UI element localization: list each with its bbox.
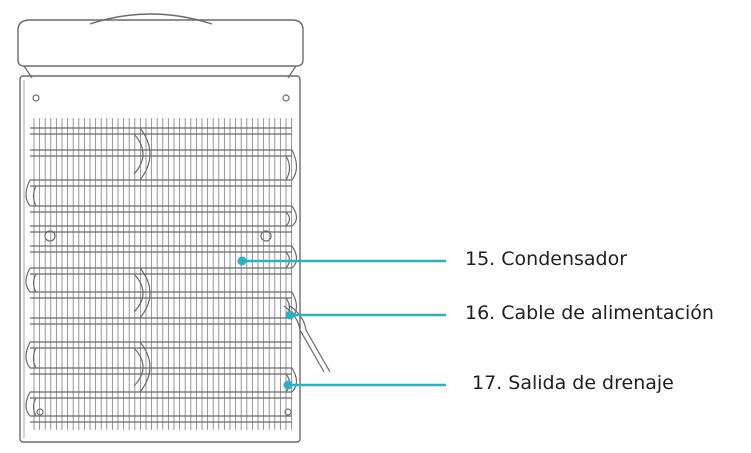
coil-tube <box>139 127 151 181</box>
coil-tube <box>291 245 298 269</box>
coil-tube <box>25 267 31 293</box>
coil-tube <box>291 367 298 393</box>
label-condensador: 15. Condensador <box>465 248 628 270</box>
label-salida-drenaje: 17. Salida de drenaje <box>472 372 674 394</box>
coil-tube <box>25 391 31 417</box>
coil-tube <box>25 341 31 369</box>
coil-tube <box>291 149 298 181</box>
coil-tube <box>285 211 291 227</box>
handle-arc <box>89 13 213 25</box>
coil-tube <box>133 273 144 313</box>
power-cable <box>283 305 331 373</box>
screw <box>260 230 272 242</box>
coil-tube <box>285 155 291 181</box>
coil-tube <box>139 341 151 393</box>
coil-tube <box>32 185 37 207</box>
coil-tube <box>139 267 151 319</box>
callout-15 <box>237 256 446 266</box>
coil-tube <box>291 205 298 227</box>
label-cable-alimentacion: 16. Cable de alimentación <box>465 302 714 324</box>
coil-tube <box>32 273 37 293</box>
callout-16 <box>285 310 446 320</box>
coil-tube <box>133 347 144 387</box>
callout-dot <box>283 380 293 390</box>
coil-tube <box>25 179 31 207</box>
screw <box>32 94 40 102</box>
condenser-coil <box>25 127 298 423</box>
callout-17 <box>283 380 446 390</box>
back-panel <box>19 75 301 443</box>
callout-dot <box>237 256 247 266</box>
screw <box>284 408 292 416</box>
callout-dot <box>285 310 295 320</box>
coil-tube <box>32 347 37 369</box>
screw <box>282 94 290 102</box>
top-lid <box>17 19 304 67</box>
coil-tube <box>133 133 144 175</box>
coil-tube <box>32 397 37 417</box>
